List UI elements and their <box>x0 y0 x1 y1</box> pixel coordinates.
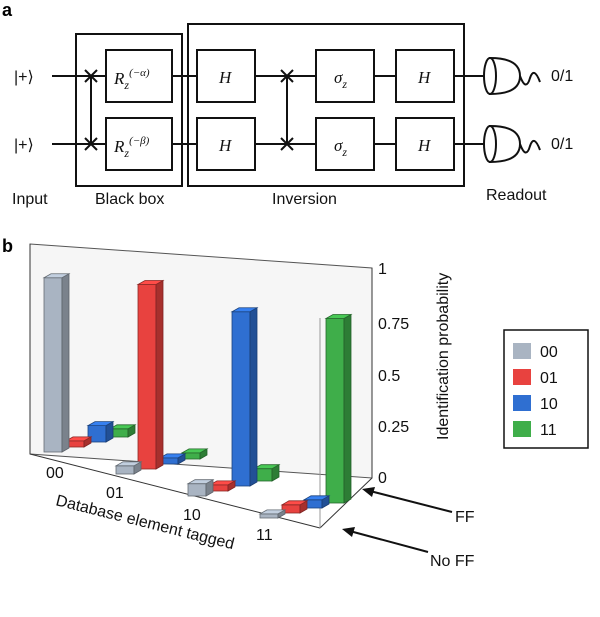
input-state-1: |+⟩ <box>14 69 34 86</box>
sigma-z-label-2: σz <box>334 136 347 159</box>
x-tick-label-00: 00 <box>46 465 64 482</box>
rz-beta-gate <box>105 117 173 171</box>
legend-label-00: 00 <box>540 344 558 361</box>
output-2: 0/1 <box>551 136 573 153</box>
swap-gate-inversion <box>280 69 294 151</box>
hadamard-label-2a: H <box>218 136 233 155</box>
rz-alpha-gate <box>105 49 173 103</box>
stage-label-input: Input <box>12 191 48 208</box>
x-axis-label: Database element tagged <box>54 492 236 553</box>
bar-00-11 <box>108 424 137 438</box>
sigma-z-label-1: σz <box>334 68 347 91</box>
hadamard-gate-2b <box>395 117 455 171</box>
legend-swatch-11 <box>513 421 531 437</box>
hadamard-gate-2a <box>196 117 256 171</box>
bar-11-10 <box>302 495 331 509</box>
bar-10-11 <box>252 464 281 482</box>
bar-10-01 <box>208 480 237 492</box>
legend-swatch-10 <box>513 395 531 411</box>
legend: 00 01 10 11 <box>503 329 589 449</box>
bar-11-00 <box>258 509 287 519</box>
sigma-z-gate-1 <box>315 49 375 103</box>
no-ff-arrow <box>342 527 429 553</box>
bar-10-10 <box>230 307 259 487</box>
ff-label: FF <box>455 509 475 526</box>
input-state-2: |+⟩ <box>14 137 34 154</box>
z-tick-label-3: 0.75 <box>378 316 409 333</box>
no-ff-label: No FF <box>430 553 475 570</box>
legend-label-01: 01 <box>540 370 558 387</box>
bar-11-01 <box>280 500 309 514</box>
hadamard-gate-1a <box>196 49 256 103</box>
z-tick-label-4: 1 <box>378 261 387 278</box>
sigma-z-gate-2 <box>315 117 375 171</box>
bar-00-01 <box>64 436 93 448</box>
rz-beta-label: Rz(−β) <box>113 135 150 160</box>
detector-icon-2 <box>483 124 541 164</box>
z-tick-label-2: 0.5 <box>378 368 400 385</box>
bar-10-00 <box>186 479 215 497</box>
hadamard-label-2b: H <box>417 136 432 155</box>
bar-01-11 <box>180 448 209 460</box>
legend-label-11: 11 <box>540 422 557 439</box>
stage-label-inversion: Inversion <box>272 191 337 208</box>
bar-01-10 <box>158 453 187 465</box>
x-tick-label-01: 01 <box>106 485 124 502</box>
bar-group <box>42 273 353 519</box>
x-tick-label-11: 11 <box>256 527 273 544</box>
z-tick-label-1: 0.25 <box>378 419 409 436</box>
z-tick-label-0: 0 <box>378 470 387 487</box>
bar-00-10 <box>86 420 115 443</box>
z-axis: 0 0.25 0.5 0.75 1 <box>371 261 409 487</box>
legend-swatch-00 <box>513 343 531 359</box>
x-tick-label-10: 10 <box>183 507 201 524</box>
hadamard-gate-1b <box>395 49 455 103</box>
detector-icon-1 <box>483 56 541 96</box>
legend-swatch-01 <box>513 369 531 385</box>
stage-label-readout: Readout <box>486 187 547 204</box>
bar-00-00 <box>42 273 71 453</box>
stage-label-black-box: Black box <box>95 191 164 208</box>
panel-a-label: a <box>2 0 13 20</box>
hadamard-label-1a: H <box>218 68 233 87</box>
panel-b-label: b <box>2 236 13 256</box>
bar-01-01 <box>136 279 165 470</box>
rz-alpha-label: Rz(−α) <box>113 67 150 92</box>
bar-01-00 <box>114 461 143 475</box>
swap-gate-input <box>84 69 98 151</box>
hadamard-label-1b: H <box>417 68 432 87</box>
black-box-frame <box>75 33 183 187</box>
legend-label-10: 10 <box>540 396 558 413</box>
z-axis-label: Identification probability <box>435 273 452 440</box>
output-1: 0/1 <box>551 68 573 85</box>
bar-11-11 <box>324 313 353 504</box>
inversion-frame <box>187 23 465 187</box>
ff-arrow <box>362 487 453 513</box>
